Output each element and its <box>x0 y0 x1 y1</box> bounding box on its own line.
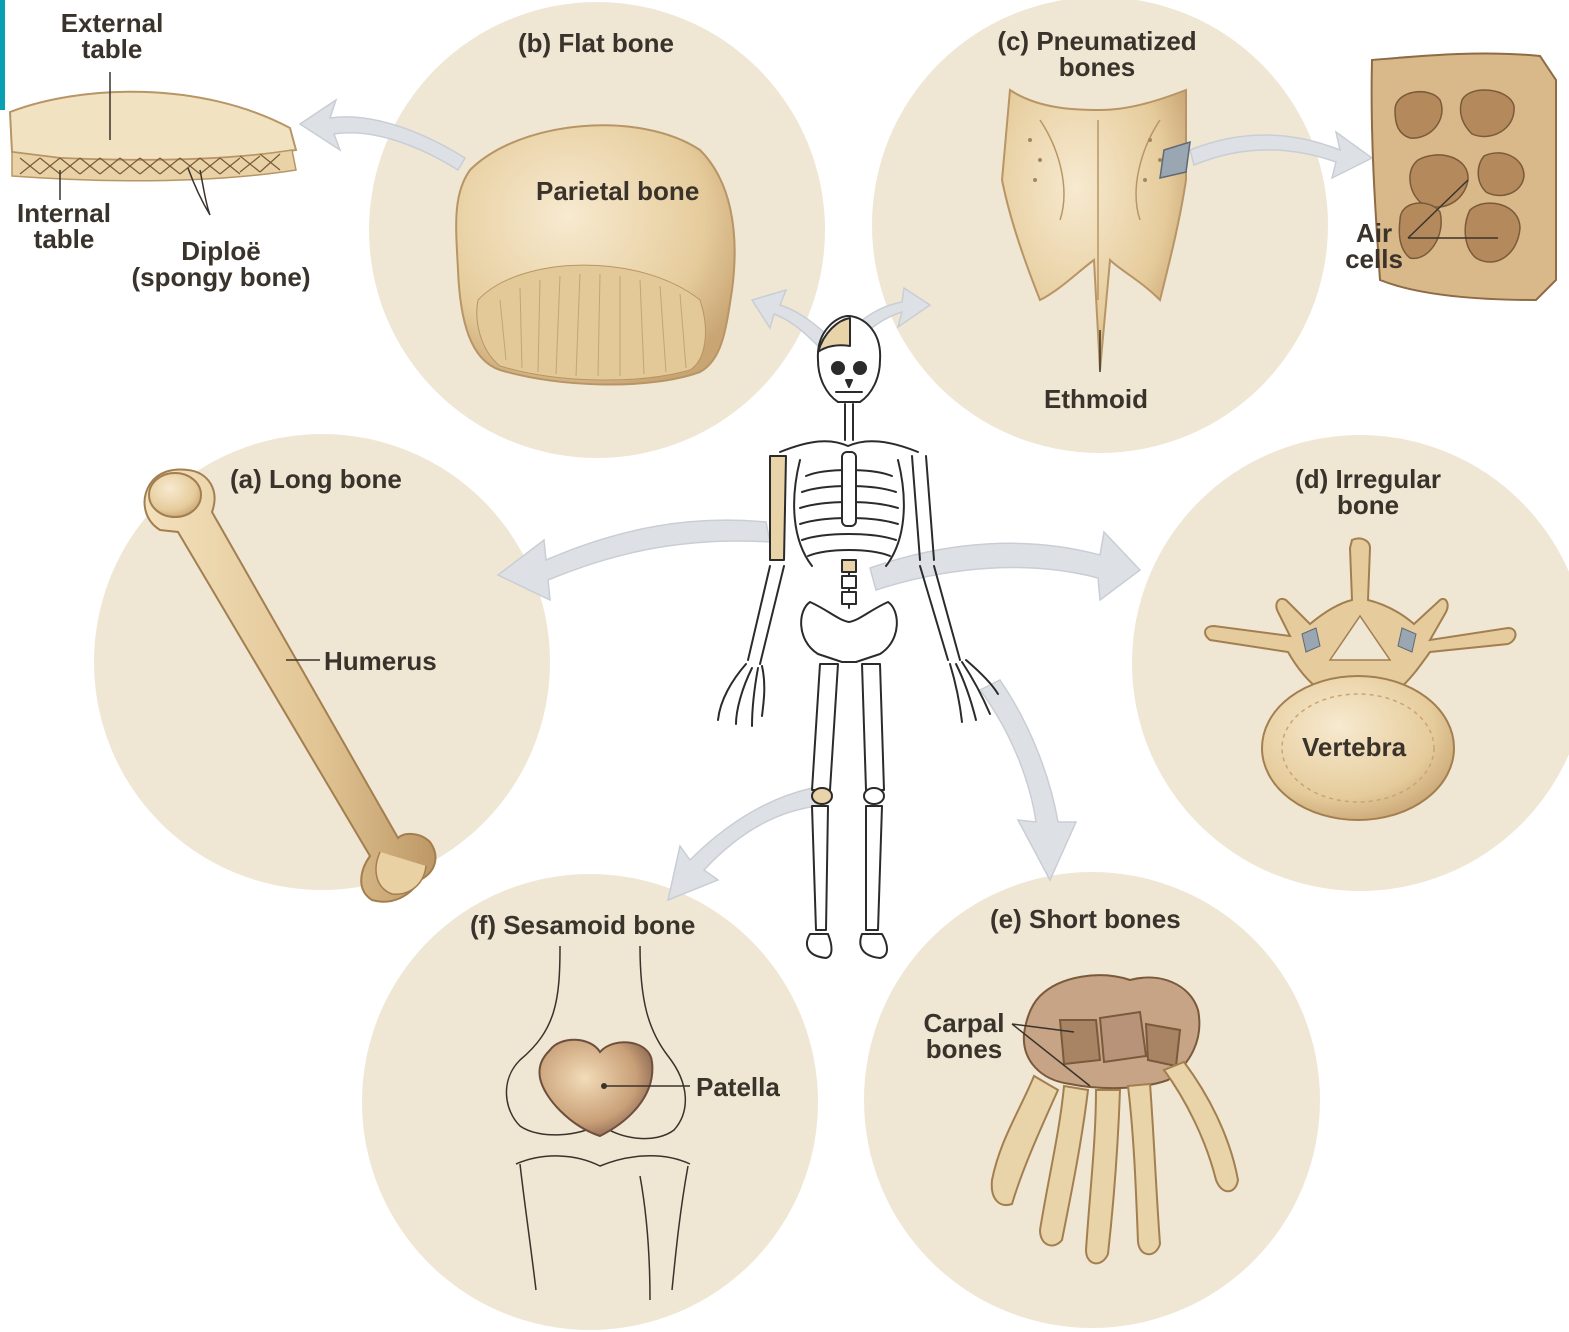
arrow-to-long-bone <box>498 520 770 600</box>
flat-bone-cross-section <box>10 72 296 215</box>
parietal-bone-illustration <box>456 125 734 384</box>
skeleton <box>718 316 998 958</box>
arrow-to-irregular-bone <box>870 532 1140 600</box>
flat-bone-title: (b) Flat bone <box>518 30 674 56</box>
diploe-label: Diploë(spongy bone) <box>116 238 326 290</box>
short-bones-title: (e) Short bones <box>990 906 1181 932</box>
sesamoid-bone-title: (f) Sesamoid bone <box>470 912 695 938</box>
long-bone-title: (a) Long bone <box>230 466 402 492</box>
arrow-to-short-bones <box>980 680 1076 880</box>
arrow-to-sesamoid-bone <box>668 788 818 900</box>
vertebra-label: Vertebra <box>1302 734 1406 760</box>
parietal-bone-label: Parietal bone <box>536 178 699 204</box>
ethmoid-label: Ethmoid <box>1044 386 1148 412</box>
humerus-label: Humerus <box>324 648 437 674</box>
patella-label: Patella <box>696 1074 780 1100</box>
